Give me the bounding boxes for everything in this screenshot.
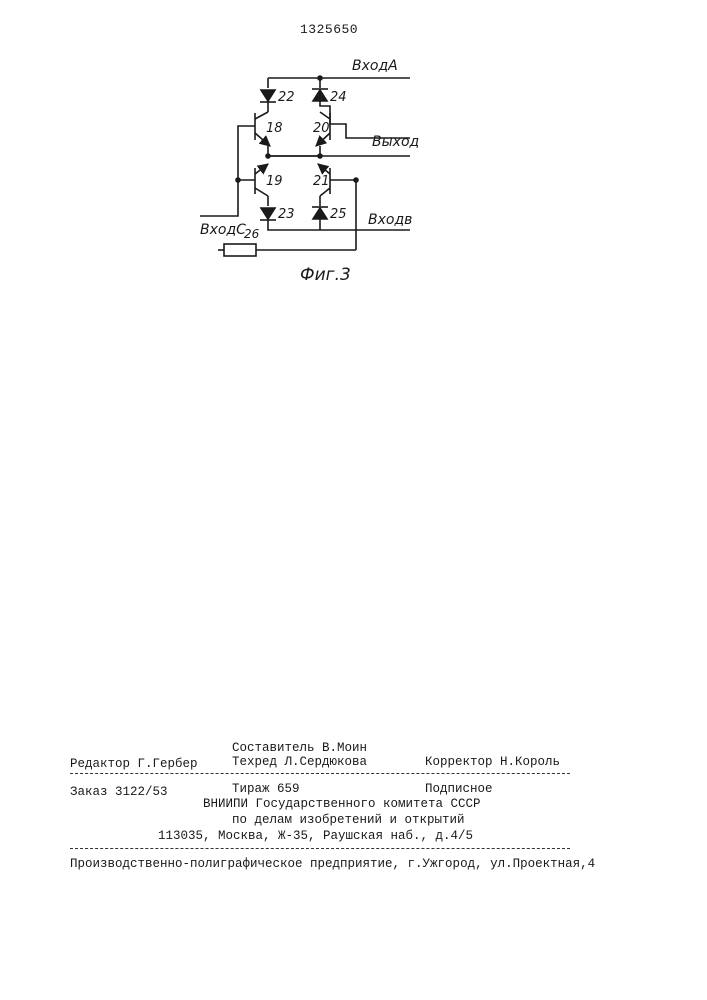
transistor-21-label: 21	[313, 174, 330, 189]
diode-23	[260, 208, 276, 220]
techred-credit: Техред Л.Сердюкова	[232, 755, 367, 769]
junction-dot	[317, 75, 323, 81]
subscription: Подписное	[425, 782, 493, 796]
diode-22	[260, 90, 276, 102]
junction-dot	[235, 177, 241, 183]
resistor-26	[224, 244, 256, 256]
transistor-20-label: 20	[313, 121, 330, 136]
diode-23-label: 23	[278, 207, 295, 222]
input-c-wire	[200, 180, 238, 216]
institute-line-1: ВНИИПИ Государственного комитета СССР	[203, 797, 481, 811]
diode-25	[312, 207, 328, 219]
printer-credit: Производственно-полиграфическое предприя…	[70, 857, 595, 871]
divider-line	[70, 848, 570, 849]
junction-dot	[353, 177, 359, 183]
compiler-credit: Составитель В.Моин	[232, 741, 367, 755]
input-b-label: Входв	[368, 212, 412, 228]
circulation: Тираж 659	[232, 782, 300, 796]
order-number: Заказ 3122/53	[70, 785, 168, 799]
diode-24	[312, 89, 328, 101]
d24-to-t20-wire	[320, 101, 410, 138]
output-label: Выход	[372, 134, 419, 150]
transistor-18-label: 18	[266, 121, 283, 136]
junction-dot	[317, 153, 323, 159]
corrector-credit: Корректор Н.Король	[425, 755, 560, 769]
input-c-label: ВходС	[200, 222, 246, 238]
institute-address: 113035, Москва, Ж-35, Раушская наб., д.4…	[158, 829, 473, 843]
transistor-19-label: 19	[266, 174, 283, 189]
emitter-node-wire	[268, 146, 320, 156]
junction-dot	[265, 153, 271, 159]
diode-25-label: 25	[330, 207, 347, 222]
institute-line-2: по делам изобретений и открытий	[232, 813, 465, 827]
resistor-26-label: 26	[244, 227, 260, 241]
diode-24-label: 24	[330, 90, 347, 105]
diode-22-label: 22	[278, 90, 295, 105]
editor-credit: Редактор Г.Гербер	[70, 757, 198, 771]
figure-caption: Фиг.3	[300, 265, 351, 285]
left-base-wire	[238, 126, 255, 180]
circuit-diagram: ВходА Выход Входв ВходС 22 24 18 20 19 2…	[0, 0, 707, 300]
input-a-label: ВходА	[352, 58, 398, 74]
divider-line	[70, 773, 570, 774]
